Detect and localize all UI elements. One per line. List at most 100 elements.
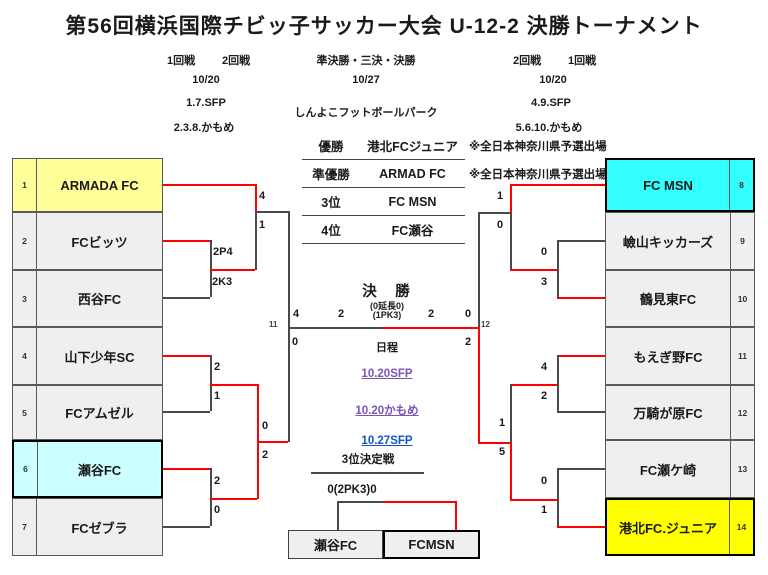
header-center-venue: しんよこフットボールパーク [294,107,438,119]
team-name: もえぎ野FC [633,349,703,365]
third-place-right-team-box: FCMSN [383,530,480,559]
team-box-2: 2 FCビッツ [12,212,163,270]
result-rank: 4位 [321,224,341,238]
team-name: ARMADA FC [60,177,139,193]
bracket-line [337,501,383,503]
third-place-title: 3位決定戦 [341,454,395,466]
bracket-line [163,467,210,470]
score: 0 [465,308,472,320]
score: 1 [497,190,504,202]
score: 4 [259,190,266,202]
bracket-line [478,212,510,214]
score: 2 [214,361,221,373]
header-right-round1: 1回戦 [568,55,597,67]
seed-number: 11 [730,328,754,384]
score: 3 [541,276,548,288]
schedule-link-1027sfp[interactable]: 10.27SFP [361,435,413,447]
result-team: FC瀬谷 [391,224,434,238]
bracket-line [510,384,512,443]
team-box-4: 4 山下少年SC [12,327,163,385]
bracket-line [163,297,210,299]
score: 0 [214,504,221,516]
bracket-line [510,383,557,386]
bracket-line [257,440,288,443]
final-label: 決 勝 [362,284,412,300]
bracket-line [557,525,605,528]
result-row-fourth: 4位 FC瀬谷 [302,217,469,244]
schedule-link-1020kamome[interactable]: 10.20かもめ [355,405,419,417]
bracket-line [383,500,456,503]
team-box-12: 12 万騎が原FC [605,385,755,440]
header-left-round2: 2回戦 [222,55,251,67]
header-center-rounds: 準決勝・三決・決勝 [316,55,416,67]
bracket-line [210,383,257,386]
team-name: FC MSN [643,177,693,193]
team-name: FC瀬ケ崎 [639,462,697,478]
bracket-line [210,355,212,411]
bracket-line [557,354,605,357]
score: 0 [541,246,548,258]
result-rank: 準優勝 [312,168,350,182]
schedule-label: 日程 [376,342,398,354]
result-team: 港北FCジュニア [367,140,458,154]
team-name: 鶴見東FC [639,292,697,307]
seed-number: 6 [14,442,38,496]
seed-number: 12 [730,386,754,439]
bracket-line [557,468,605,470]
score: 1 [214,390,221,402]
bracket-line [337,501,339,531]
score: 4 [293,308,300,320]
score: 0 [292,336,299,348]
divider-line [311,472,424,474]
bracket-line [255,211,289,213]
seed-number: 2 [13,213,37,269]
header-right-venue1: 4.9.SFP [531,97,571,109]
seed-number: 14 [729,500,753,554]
team-name: 山下少年SC [64,349,135,365]
header-right-round2: 2回戦 [513,55,542,67]
bracket-line [254,184,257,212]
seed-number: 13 [730,441,754,497]
team-name: 万騎が原FC [633,406,703,421]
team-box-14: 14 港北FC.ジュニア [605,498,755,556]
score: 2K3 [212,276,233,288]
bracket-line [557,240,605,242]
score: 2 [338,308,345,320]
score: 2 [214,475,221,487]
page-title: 第56回横浜国際チビッ子サッカー大会 U-12-2 決勝トーナメント [65,15,703,38]
result-rank: 優勝 [318,140,344,154]
bracket-line [557,240,559,297]
result-note: ※全日本神奈川県予選出場 [469,141,607,153]
header-left-venue1: 1.7.SFP [186,97,226,109]
result-rank: 3位 [321,196,341,210]
bracket-line [557,468,559,526]
header-left-venue2: 2.3.8.かもめ [173,122,235,134]
bracket-line [510,183,605,186]
score: 0 [262,420,269,432]
third-place-score: 0(2PK3)0 [327,484,377,496]
score: 2 [541,390,548,402]
score: 2 [465,336,472,348]
bracket-line [557,296,605,299]
bracket-line [510,213,512,270]
bracket-line [210,468,212,526]
result-team: ARMAD FC [379,166,446,181]
third-place-left-team-box: 瀬谷FC [288,530,383,559]
bracket-line [509,443,512,500]
seed-number: 4 [13,328,37,384]
final-note-extra-time: (0延長0) [369,301,405,311]
bracket-line [510,498,557,501]
bracket-line [288,327,383,329]
team-name: 港北FC.ジュニア [618,520,718,536]
header-left-date: 10/20 [192,74,220,86]
schedule-link-1020sfp[interactable]: 10.20SFP [361,368,413,380]
team-name: FCゼブラ [71,520,128,536]
score: 2P4 [213,246,233,258]
team-name: FCビッツ [71,234,128,250]
